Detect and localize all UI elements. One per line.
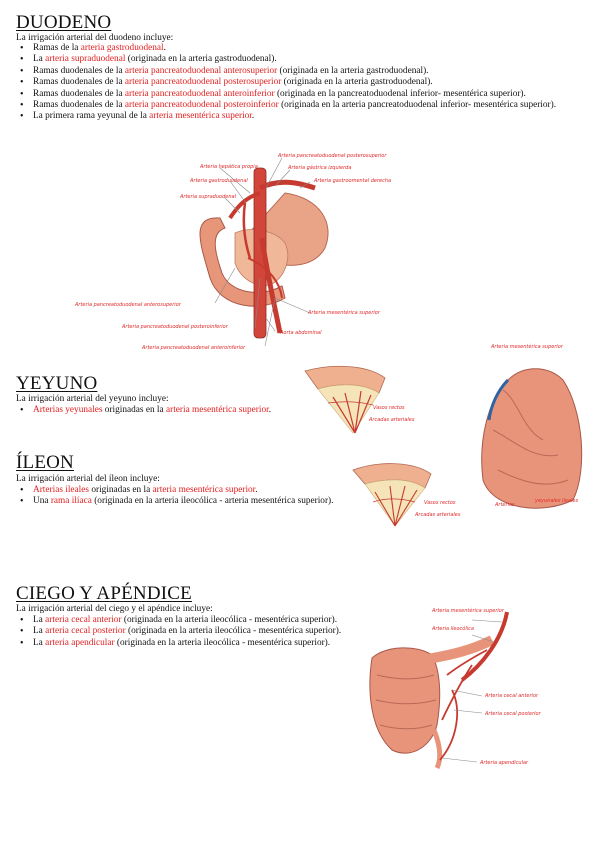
label-arcadas-arteriales: Arcadas arteriales [368,417,415,423]
section-intro-ileon: La irrigación arterial del íleon incluye… [16,474,160,484]
list-item: La arteria cecal posterior (originada en… [16,626,361,638]
list-item: Ramas duodenales de la arteria pancreato… [16,77,581,89]
label-aorta-abdominal: Aorta abdominal [279,330,322,336]
label-vasos-rectos-ileon: Vasos rectos [424,500,456,506]
label-mesenterica-sup-ciego: Arteria mesentérica superior [431,607,505,614]
list-item: Ramas duodenales de la arteria pancreato… [16,100,581,112]
list-item: Ramas duodenales de la arteria pancreato… [16,89,581,101]
label-cecal-anterior: Arteria cecal anterior [484,693,539,699]
label-yeyunales-ileales: yeyunales ileales [534,498,578,504]
label-mesenterica-sup-overview: Arteria mesentérica superior [490,343,564,350]
label-arteria-pd-anteroinferior: Arteria pancreatoduodenal anteroinferior [141,345,246,351]
bullet-list-ileon: Arterias ileales originadas en la arteri… [16,485,356,508]
label-arteria-mesenterica-sup: Arteria mesentérica superior [307,309,381,316]
label-arteria-hepatica: Arteria hepática propia [199,163,258,170]
label-arteria-gastroomental-der: Arteria gastroomental derecha [313,178,391,184]
label-arteria-supraduodenal: Arteria supraduodenal [179,194,237,200]
bullet-list-duodeno: Ramas de la arteria gastroduodenal. La a… [16,43,581,123]
duodeno-illustration: Arteria hepática propia Arteria gastrodu… [74,153,391,351]
ciego-apendice-illustration: Arteria mesentérica superior Arteria ile… [369,607,542,770]
label-arterias: Arterias [494,502,515,508]
section-intro-yeyuno: La irrigación arterial del yeyuno incluy… [16,394,169,404]
label-arteria-pd-posterosuperior: Arteria pancreatoduodenal posterosuperio… [277,153,387,159]
list-item: Arterias yeyunales originadas en la arte… [16,405,316,417]
list-item: La primera rama yeyunal de la arteria me… [16,111,581,123]
list-item: La arteria apendicular (originada en la … [16,638,361,650]
section-intro-ciego-apendice: La irrigación arterial del ciego y el ap… [16,604,213,614]
list-item: Arterias ileales originadas en la arteri… [16,485,356,497]
list-item: Una rama ilíaca (originada en la arteria… [16,496,356,508]
section-title-yeyuno: YEYUNO [16,373,98,394]
section-title-ileon: ÍLEON [16,452,74,473]
intestino-illustration: Arteria mesentérica superior Arterias ye… [481,343,583,509]
ileon-illustration: Vasos rectos Arcadas arteriales [352,463,461,527]
section-title-duodeno: DUODENO [16,12,112,33]
section-intro-duodeno: La irrigación arterial del duodeno inclu… [16,33,174,43]
list-item: Ramas de la arteria gastroduodenal. [16,43,581,55]
label-arteria-pd-posteroinferior: Arteria pancreatoduodenal posteroinferio… [121,324,229,330]
label-apendicular: Arteria apendicular [479,760,529,766]
label-cecal-posterior: Arteria cecal posterior [484,711,542,717]
list-item: La arteria supraduodenal (originada en l… [16,54,581,66]
label-arcadas-arteriales-ileon: Arcadas arteriales [414,512,461,518]
list-item: La arteria cecal anterior (originada en … [16,615,361,627]
list-item: Ramas duodenales de la arteria pancreato… [16,66,581,78]
label-vasos-rectos: Vasos rectos [373,405,405,411]
yeyuno-illustration: Vasos rectos Arcadas arteriales [304,365,415,434]
label-arteria-gastroduodenal: Arteria gastroduodenal [189,178,248,184]
label-ileocolica: Arteria ileocólica [431,625,474,632]
bullet-list-yeyuno: Arterias yeyunales originadas en la arte… [16,405,316,417]
label-arteria-pd-anterosuperior: Arteria pancreatoduodenal anterosuperior [74,302,182,308]
section-title-ciego-apendice: CIEGO Y APÉNDICE [16,583,192,604]
label-arteria-gastrica-izq: Arteria gástrica izquierda [287,164,351,171]
bullet-list-ciego-apendice: La arteria cecal anterior (originada en … [16,615,361,650]
